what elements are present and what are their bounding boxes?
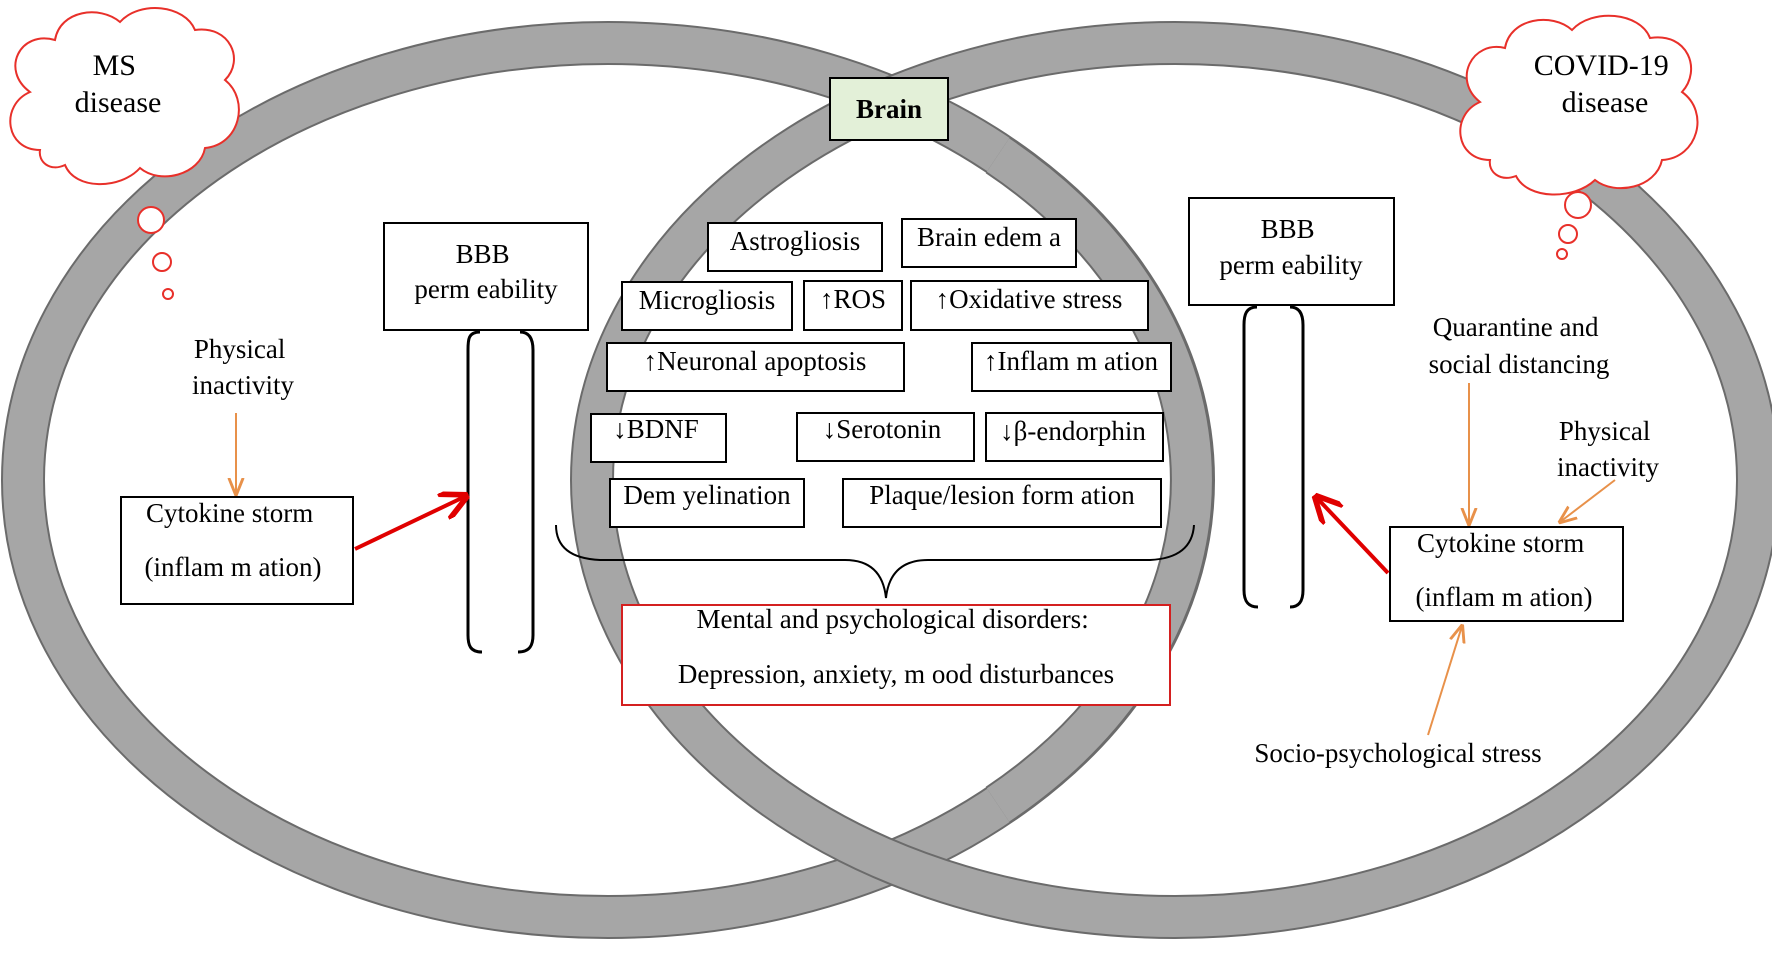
right-bbb-line-2: perm eability [1219,250,1363,280]
effect-label: ↑ROS [820,284,886,314]
covid-cloud-line-1: COVID-19 [1534,49,1669,82]
effect-label: Brain edem a [917,222,1061,252]
covid-disease-cloud: COVID-19 disease [1459,14,1699,260]
right-inactivity-arrow [1560,479,1616,522]
right-quarantine: Quarantine and social distancing [1429,312,1610,379]
right-stress-label: Socio-psychological stress [1254,738,1541,768]
left-bbb-bracket [466,330,535,654]
right-ring [570,21,1772,939]
right-cytokine-line-2: (inflam m ation) [1416,582,1593,612]
left-bbb-box: BBB perm eability [383,222,589,331]
brain-box: Brain [829,77,949,141]
left-bbb-line-2: perm eability [414,274,558,304]
left-cytokine-box: Cytokine storm (inflam m ation) [120,496,354,605]
disorders-line-2: Depression, anxiety, m ood disturbances [678,659,1114,689]
right-red-arrow [1316,497,1390,575]
effect-box: ↑ROS [803,280,903,331]
effect-box: ↑Neuronal apoptosis [606,342,905,392]
ms-disease-cloud: MS disease [9,7,240,300]
left-physical-line-1: Physical [194,334,286,364]
effect-box: Plaque/lesion form ation [842,478,1162,528]
effect-box: ↑Inflam m ation [971,342,1172,392]
right-quarantine-line-1: Quarantine and [1433,312,1599,342]
curly-brace [555,524,1195,599]
effect-box: Microgliosis [621,281,793,331]
effect-label: Plaque/lesion form ation [869,480,1135,510]
effect-label: ↑Neuronal apoptosis [644,346,867,376]
effect-label: ↓BDNF [613,414,699,444]
effect-label: Dem yelination [623,480,791,510]
right-bbb-label: BBB perm eability [1219,214,1363,280]
effect-label: ↓β-endorphin [1000,416,1146,446]
left-red-arrow [354,496,466,551]
left-bbb-label: BBB perm eability [414,239,558,304]
effect-label: Microgliosis [639,285,776,315]
right-bbb-bracket [1242,305,1305,609]
effect-box: ↓Serotonin [796,412,975,462]
covid-cloud-label: COVID-19 disease [1534,49,1677,119]
right-cytokine-box: Cytokine storm (inflam m ation) [1389,526,1624,622]
right-cytokine-label: Cytokine storm (inflam m ation) [1416,528,1593,612]
effect-box: Brain edem a [901,218,1077,268]
covid-cloud-line-2: disease [1562,86,1649,119]
right-stress-arrow [1427,626,1462,736]
right-cytokine-line-1: Cytokine storm [1417,528,1584,558]
disorders-line-1: Mental and psychological disorders: [697,604,1089,634]
center-effects: Astrogliosis Brain edem a Microgliosis ↑… [590,218,1172,528]
left-cytokine-line-1: Cytokine storm [146,498,313,528]
right-physical-inactivity: Physical inactivity [1557,416,1659,482]
disorders-label: Mental and psychological disorders: Depr… [678,604,1114,689]
left-ring-overlap-arc [985,136,1214,824]
ms-cloud-line-1: MS [93,49,136,82]
left-physical-inactivity: Physical inactivity [192,334,294,400]
left-physical-line-2: inactivity [192,370,294,400]
right-bbb-box: BBB perm eability [1188,197,1395,306]
left-cytokine-line-2: (inflam m ation) [145,552,322,582]
ms-cloud-label: MS disease [75,49,162,119]
right-physical-line-2: inactivity [1557,452,1659,482]
effect-label: ↓Serotonin [823,414,942,444]
effect-box: ↓BDNF [590,413,727,463]
ms-cloud-line-2: disease [75,86,162,119]
brain-label: Brain [856,94,922,124]
effect-label: ↑Inflam m ation [984,346,1158,376]
effect-box: Astrogliosis [707,222,883,272]
effect-box: Dem yelination [609,478,805,528]
right-bbb-line-1: BBB [1261,214,1315,244]
effect-box: ↓β-endorphin [985,412,1164,462]
effect-box: ↑Oxidative stress [910,280,1149,331]
left-cytokine-label: Cytokine storm (inflam m ation) [145,498,322,582]
right-quarantine-line-2: social distancing [1429,349,1610,379]
right-physical-line-1: Physical [1559,416,1651,446]
disorders-box: Mental and psychological disorders: Depr… [621,604,1171,706]
effect-label: Astrogliosis [730,226,861,256]
effect-label: ↑Oxidative stress [936,284,1123,314]
left-bbb-line-1: BBB [456,239,510,269]
